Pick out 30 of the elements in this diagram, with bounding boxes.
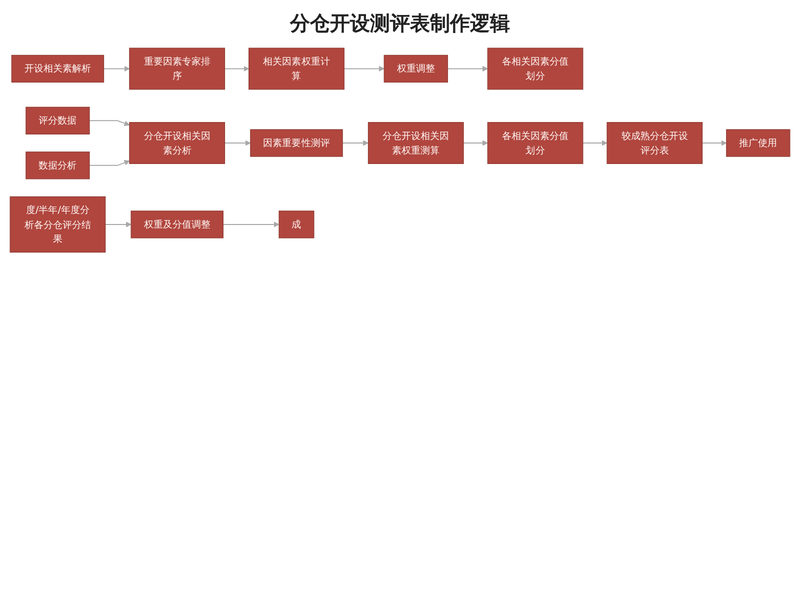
process-box: 分仓开设相关因素权重测算 xyxy=(368,122,464,164)
arrow xyxy=(582,140,608,146)
process-box: 推广使用 xyxy=(726,129,790,157)
process-box: 权重及分值调整 xyxy=(130,210,224,238)
process-box: 权重调整 xyxy=(384,54,448,83)
process-box: 分仓开设相关因素分析 xyxy=(129,122,226,164)
process-box: 相关因素权重计算 xyxy=(248,48,344,90)
process-box: 成 xyxy=(278,210,314,238)
process-box: 开设相关素解析 xyxy=(11,54,104,83)
arrow xyxy=(88,160,130,166)
process-box: 较成熟分仓开设评分表 xyxy=(606,122,703,164)
process-box: 评分数据 xyxy=(26,106,90,134)
arrow xyxy=(103,66,130,72)
arrow xyxy=(104,222,132,228)
arrow xyxy=(222,222,280,228)
arrow xyxy=(224,66,250,72)
process-box: 数据分析 xyxy=(26,152,90,180)
process-box: 各相关因素分值划分 xyxy=(487,48,584,90)
title: 分仓开设测评表制作逻辑 xyxy=(288,10,511,37)
arrow xyxy=(447,66,488,72)
arrow xyxy=(342,140,368,146)
arrow xyxy=(463,140,488,146)
process-box: 因素重要性测评 xyxy=(250,129,343,157)
arrow xyxy=(224,140,251,146)
arrow xyxy=(702,140,727,146)
arrow xyxy=(344,66,384,72)
process-box: 重要因素专家排序 xyxy=(129,48,226,90)
process-box: 度/半年/年度分析各分仓评分结果 xyxy=(10,196,106,253)
arrow xyxy=(88,120,130,126)
process-box: 各相关因素分值划分 xyxy=(487,122,584,164)
